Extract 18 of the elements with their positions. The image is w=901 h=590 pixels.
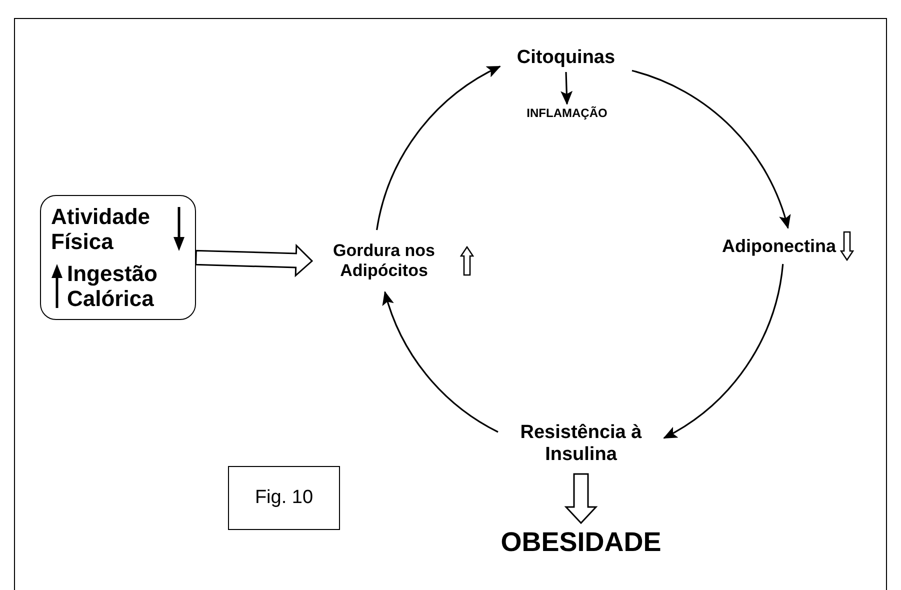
arrow (383, 291, 498, 433)
arrow (632, 70, 790, 229)
node-text: Ingestão Calórica (67, 260, 158, 312)
figure-label-box (228, 466, 340, 530)
node-text: Resistência à Insulina (519, 422, 643, 466)
node-text: Gordura nos Adipócitos (332, 241, 436, 281)
block-arrow (564, 473, 598, 524)
node-text: Adiponectina (722, 236, 836, 256)
node-text: OBESIDADE (500, 527, 662, 559)
block-arrow (195, 244, 314, 278)
node-text: Atividade Física (51, 204, 152, 255)
input-box (40, 195, 196, 320)
arrow (560, 72, 573, 105)
arrow (376, 66, 501, 230)
node-text: INFLAMAÇÃO (526, 107, 608, 121)
arrow (663, 264, 784, 439)
node-text: Citoquinas (516, 47, 616, 69)
node-text: Fig. 10 (254, 487, 314, 509)
